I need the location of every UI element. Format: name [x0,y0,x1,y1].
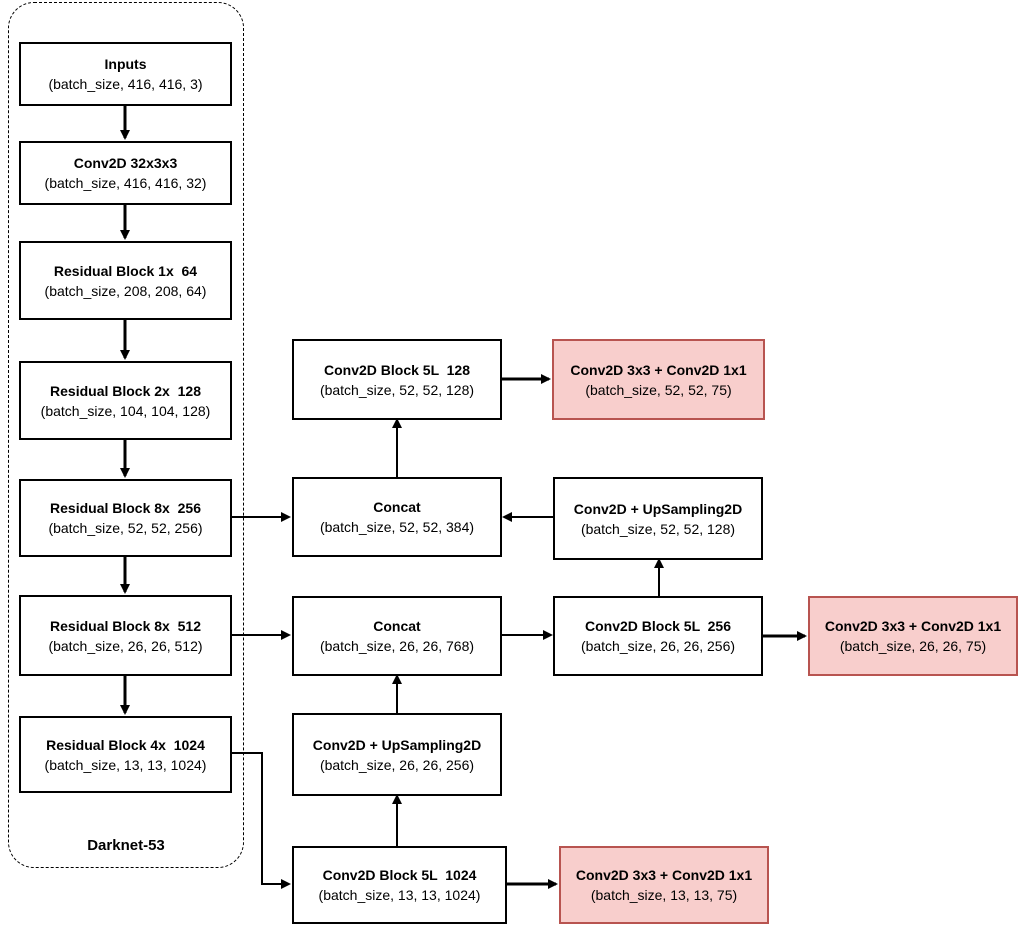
darknet-53-group [8,2,244,868]
node-head-26: Conv2D 3x3 + Conv2D 1x1 (batch_size, 26,… [808,596,1018,676]
node-title: Conv2D Block 5L 128 [323,361,471,378]
node-title: Conv2D Block 5L 256 [584,618,732,634]
node-conv-block-1024: Conv2D Block 5L 1024 (batch_size, 13, 13… [292,846,507,924]
node-title: Conv2D 32x3x3 [73,155,178,171]
node-title: Conv2D 3x3 + Conv2D 1x1 [824,618,1002,634]
node-title: Conv2D 3x3 + Conv2D 1x1 [575,867,753,883]
node-concat-26: Concat (batch_size, 26, 26, 768) [292,596,502,676]
node-shape: (batch_size, 52, 52, 128) [580,520,736,537]
node-title: Concat [373,618,421,634]
node-inputs: Inputs (batch_size, 416, 416, 3) [19,42,232,106]
node-conv-block-128: Conv2D Block 5L 128 (batch_size, 52, 52,… [292,339,502,420]
node-shape: (batch_size, 26, 26, 75) [839,638,987,654]
node-shape: (batch_size, 52, 52, 128) [319,381,475,398]
node-conv1: Conv2D 32x3x3 (batch_size, 416, 416, 32) [19,141,232,205]
node-shape: (batch_size, 13, 13, 75) [590,887,738,903]
node-res1: Residual Block 1x 64 (batch_size, 208, 2… [19,241,232,320]
node-head-52: Conv2D 3x3 + Conv2D 1x1 (batch_size, 52,… [552,339,765,420]
node-upsample-26: Conv2D + UpSampling2D (batch_size, 26, 2… [292,713,502,796]
node-title: Conv2D + UpSampling2D [312,736,482,753]
node-title: Residual Block 8x 512 [50,617,201,634]
node-upsample-52: Conv2D + UpSampling2D (batch_size, 52, 5… [553,477,763,560]
node-res2: Residual Block 2x 128 (batch_size, 104, … [19,361,232,440]
node-shape: (batch_size, 416, 416, 32) [44,175,207,191]
node-concat-52: Concat (batch_size, 52, 52, 384) [292,477,502,557]
node-title: Conv2D 3x3 + Conv2D 1x1 [570,361,747,378]
node-title: Conv2D + UpSampling2D [573,500,743,517]
node-title: Conv2D Block 5L 1024 [322,867,477,883]
node-shape: (batch_size, 13, 13, 1024) [318,887,481,903]
node-shape: (batch_size, 13, 13, 1024) [44,756,207,773]
arrow-res4-to-cb1024 [232,752,291,889]
node-shape: (batch_size, 104, 104, 128) [40,402,211,419]
node-shape: (batch_size, 26, 26, 256) [580,638,736,654]
node-res4: Residual Block 4x 1024 (batch_size, 13, … [19,716,232,793]
darknet-53-label: Darknet-53 [87,837,165,854]
node-res8b: Residual Block 8x 512 (batch_size, 26, 2… [19,595,232,676]
node-shape: (batch_size, 52, 52, 75) [585,381,732,398]
node-title: Inputs [104,56,147,72]
node-shape: (batch_size, 26, 26, 768) [319,638,475,654]
node-title: Residual Block 2x 128 [50,382,201,399]
node-shape: (batch_size, 26, 26, 512) [48,637,203,654]
node-shape: (batch_size, 416, 416, 3) [48,76,203,92]
node-title: Concat [373,499,421,515]
node-head-13: Conv2D 3x3 + Conv2D 1x1 (batch_size, 13,… [559,846,769,924]
node-shape: (batch_size, 52, 52, 384) [319,519,475,535]
node-shape: (batch_size, 52, 52, 256) [48,520,203,536]
node-title: Residual Block 4x 1024 [46,736,205,753]
node-conv-block-256: Conv2D Block 5L 256 (batch_size, 26, 26,… [553,596,763,676]
node-title: Residual Block 1x 64 [53,262,198,279]
node-shape: (batch_size, 208, 208, 64) [44,282,207,299]
node-shape: (batch_size, 26, 26, 256) [319,756,475,773]
node-res8a: Residual Block 8x 256 (batch_size, 52, 5… [19,479,232,557]
node-title: Residual Block 8x 256 [50,500,201,516]
